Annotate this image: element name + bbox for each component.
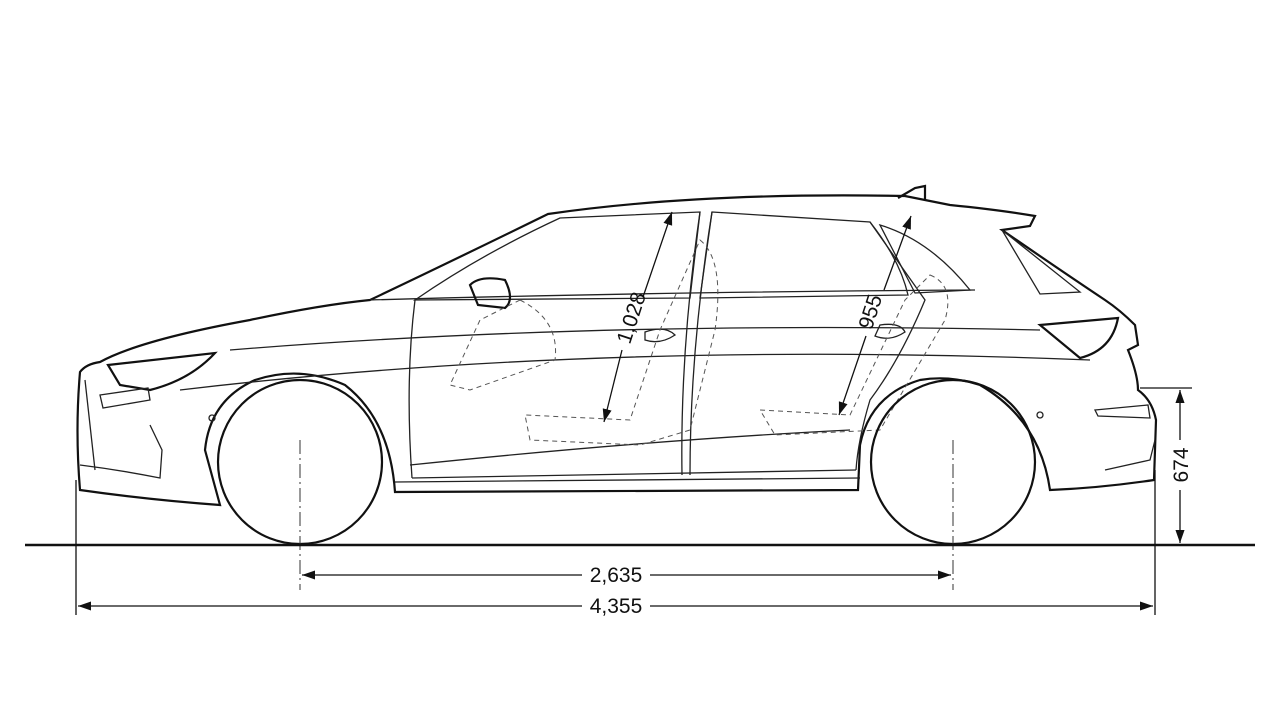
car-body-outline: [76, 184, 1158, 507]
wheels: [216, 378, 1037, 590]
rear-headroom-line-bottom: [838, 335, 867, 416]
front-headroom-line-top: [642, 211, 673, 298]
overall-length-label: 4,355: [590, 595, 643, 618]
rear-headroom-line-top: [883, 215, 912, 291]
rear-headroom-label: 955: [854, 292, 887, 332]
front-headroom-line-bottom: [602, 349, 623, 423]
seat-silhouettes: [449, 239, 949, 446]
wheelbase-label: 2,635: [590, 564, 643, 587]
rear-height-label: 674: [1170, 447, 1193, 482]
